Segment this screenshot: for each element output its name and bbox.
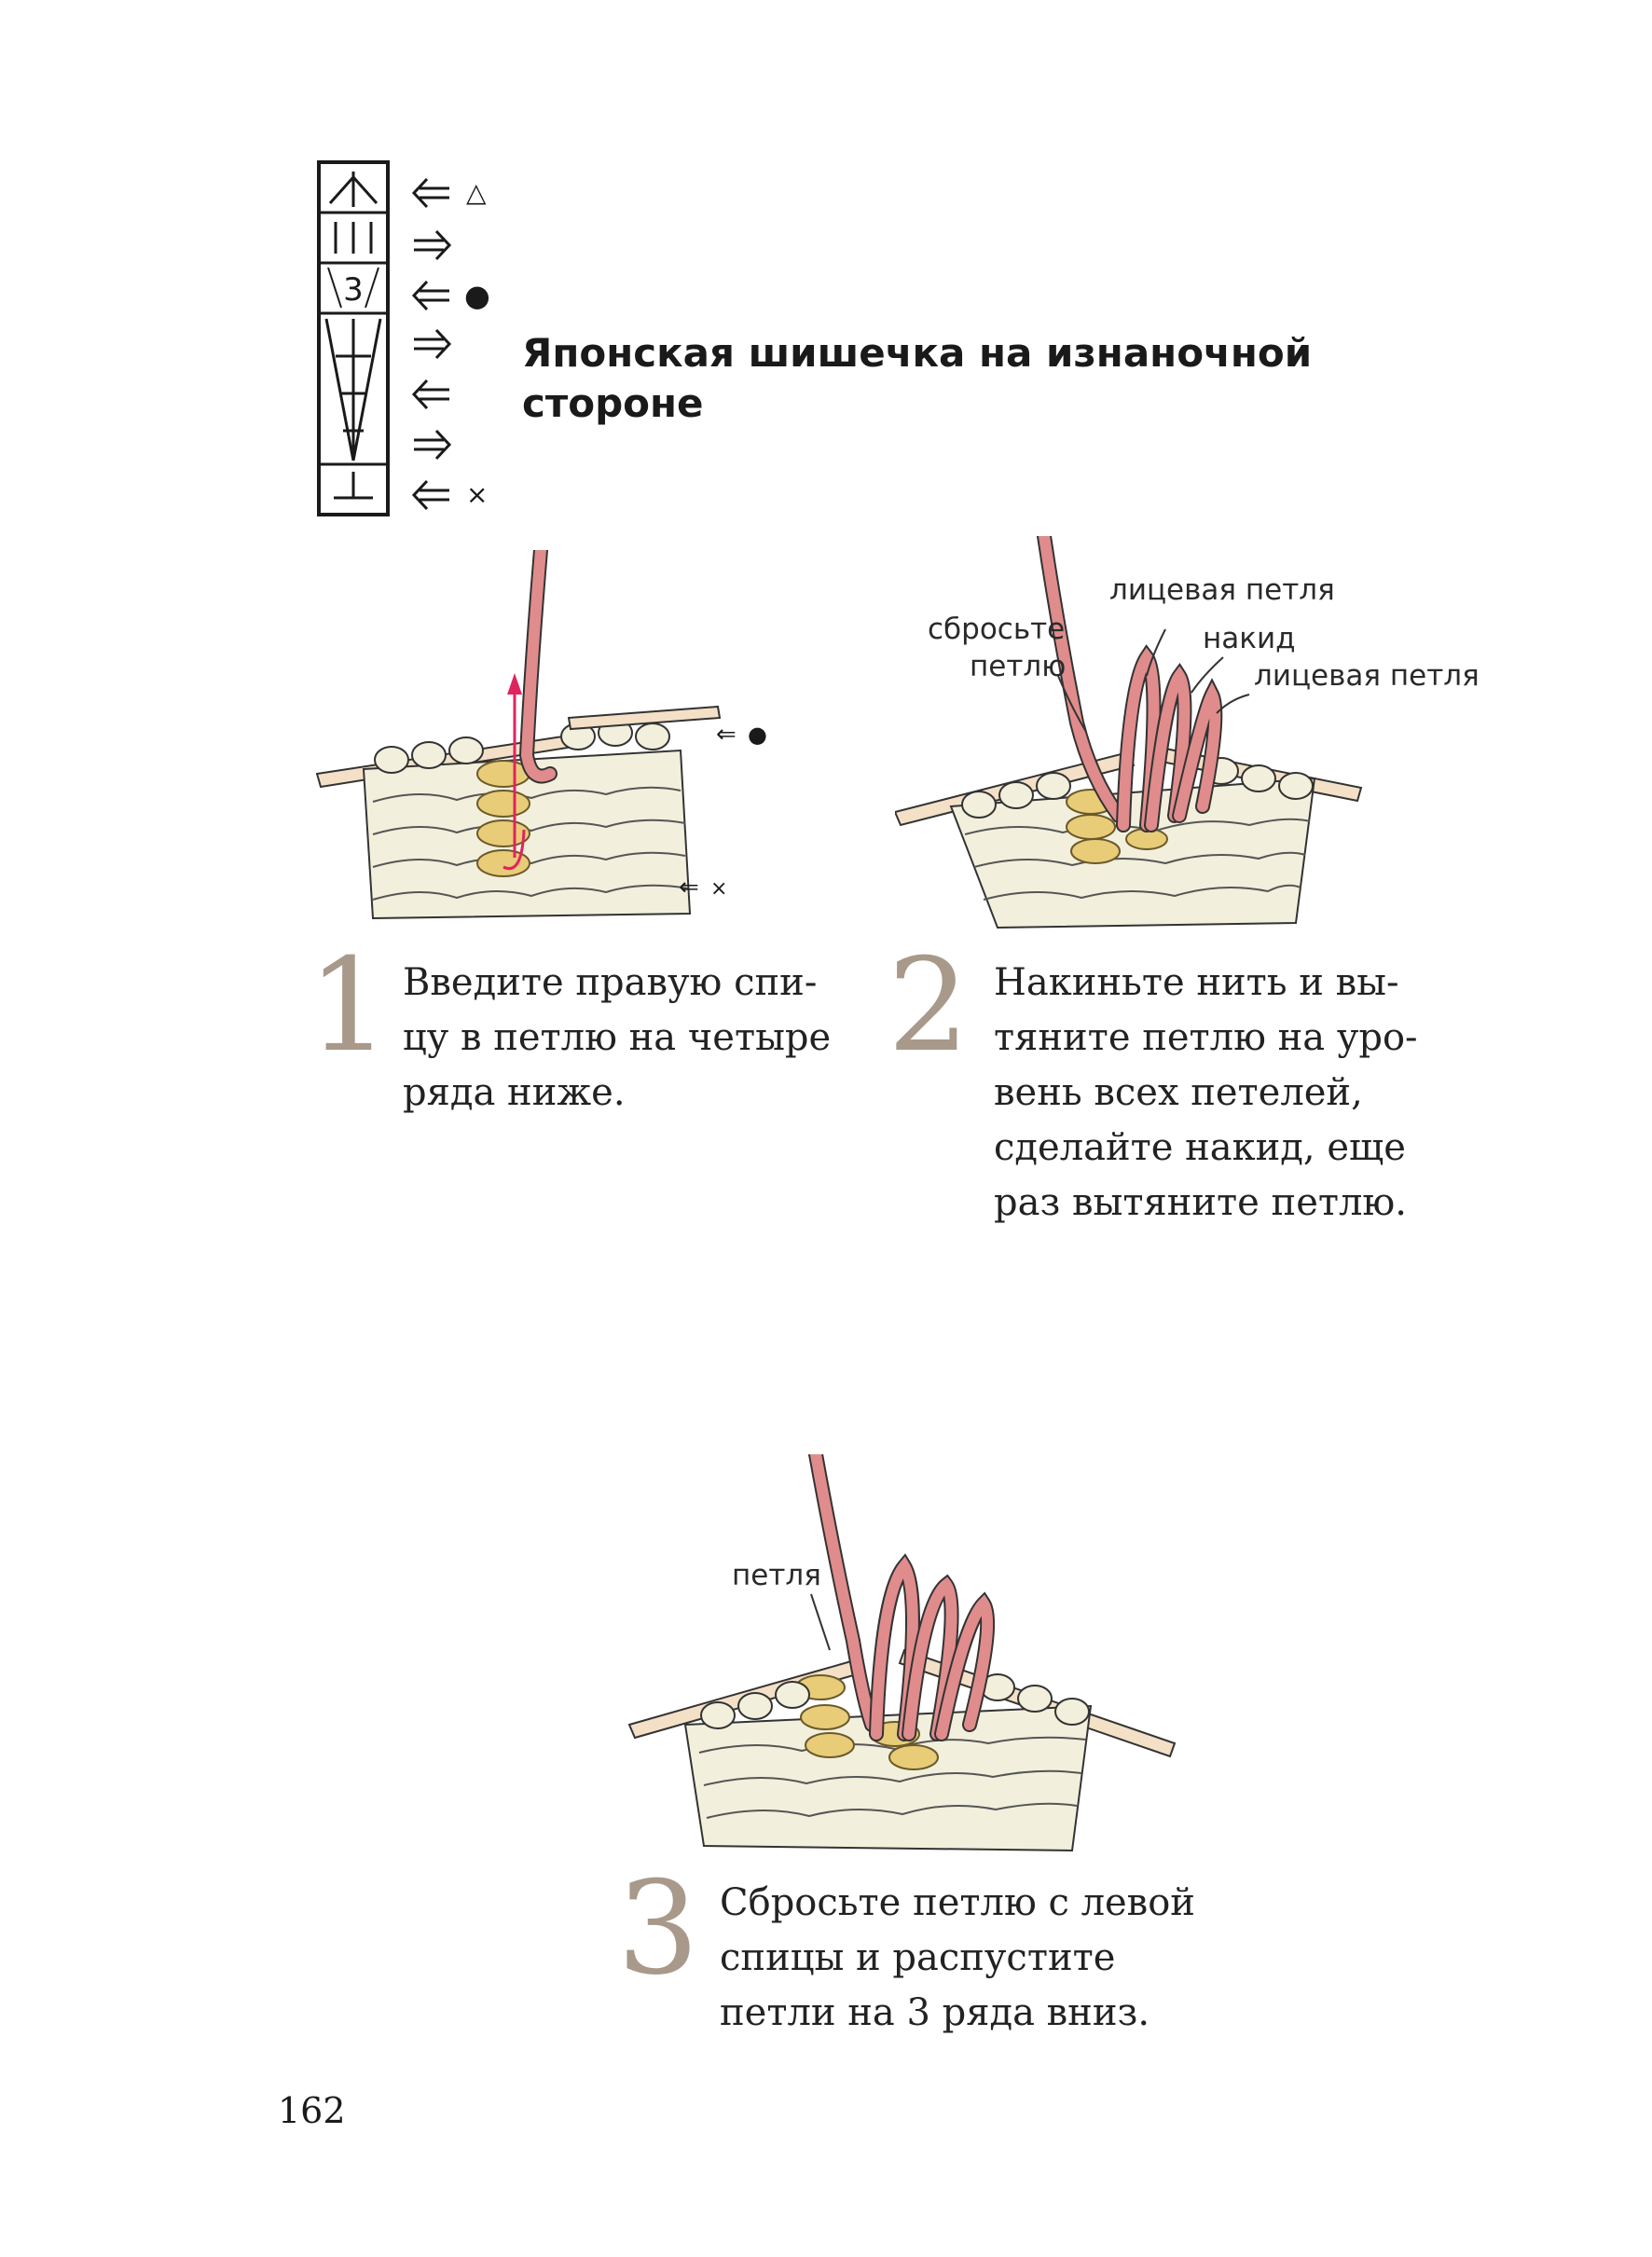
dot-marker: ● xyxy=(464,278,490,313)
page-number: 162 xyxy=(278,2090,346,2131)
cross-marker: × xyxy=(466,479,488,510)
step-1-number: 1 xyxy=(308,930,390,1080)
svg-text:⇐: ⇐ xyxy=(679,874,699,901)
row-direction-arrows: △ ● × xyxy=(411,177,490,511)
right-double-arrow-icon xyxy=(414,229,452,261)
figure-step-3: петля xyxy=(627,1454,1177,1852)
label-knit-stitch-2: лицевая петля xyxy=(1254,659,1480,693)
left-double-arrow-icon xyxy=(411,177,449,209)
up-arrow-icon xyxy=(507,673,522,695)
step-3-number: 3 xyxy=(617,1853,699,2003)
chart-cell-number: 3 xyxy=(343,271,364,309)
title-line-2: стороне xyxy=(522,380,704,426)
label-yarn-over: накид xyxy=(1203,622,1296,655)
step-3-text: Сбросьте петлю с левой спицы и распустит… xyxy=(720,1881,1195,2034)
label-knit-stitch-1: лицевая петля xyxy=(1109,573,1335,607)
step-2-text: Накиньте нить и вы- тяните петлю на уро-… xyxy=(994,961,1418,1224)
svg-text:⇐: ⇐ xyxy=(716,721,737,749)
page-title: Японская шишечка на изнаночной стороне xyxy=(522,328,1361,429)
fig1-dot-marker: ● xyxy=(748,722,767,748)
fig1-cross-marker: × xyxy=(710,877,727,901)
label-drop-loop-1: сбросьте xyxy=(928,612,1065,646)
label-drop-loop-2: петлю xyxy=(970,650,1066,683)
stitch-chart: 3 xyxy=(317,160,390,516)
title-line-1: Японская шишечка на изнаночной xyxy=(522,330,1313,376)
figure-step-2: сбросьте петлю лицевая петля накид лицев… xyxy=(895,536,1480,929)
right-double-arrow-icon xyxy=(414,429,452,461)
left-double-arrow-icon xyxy=(411,280,449,311)
right-double-arrow-icon xyxy=(414,328,452,360)
left-double-arrow-icon xyxy=(411,378,449,410)
label-loop: петля xyxy=(732,1559,821,1592)
left-double-arrow-icon xyxy=(411,479,449,511)
step-2-number: 2 xyxy=(888,930,970,1080)
step-1-text: Введите правую спи- цу в петлю на четыре… xyxy=(403,961,832,1114)
triangle-marker: △ xyxy=(466,177,487,208)
figure-step-1: ⇐ ● ⇐ × xyxy=(315,550,767,920)
